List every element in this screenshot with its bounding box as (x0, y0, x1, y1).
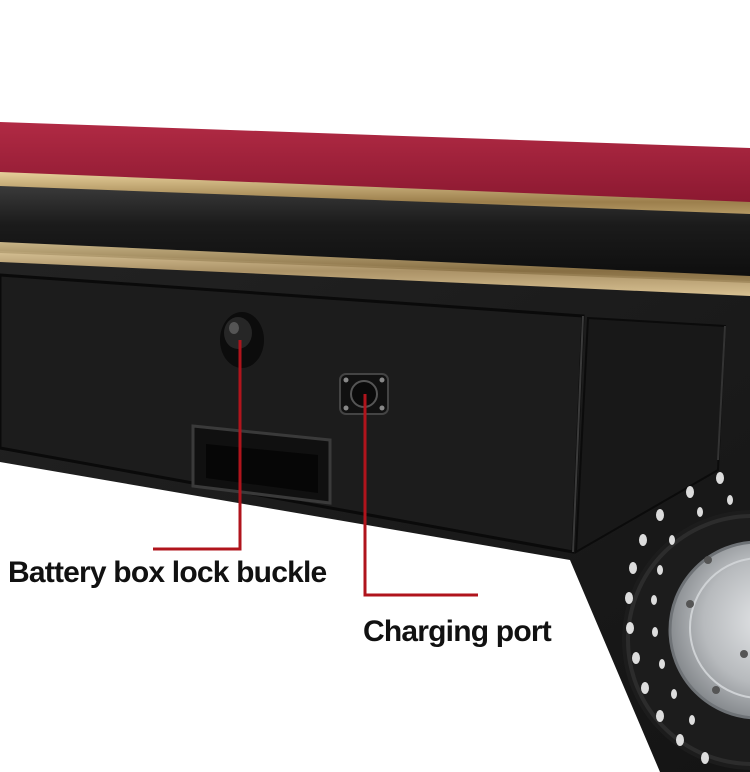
grip-tape (0, 122, 750, 206)
battery-lock-callout-line (153, 340, 242, 551)
lock-buckle-icon (220, 312, 264, 368)
charging-port-callout-line (363, 394, 478, 597)
lower-trim (0, 242, 750, 300)
charging-port-label: Charging port (363, 615, 552, 648)
wheel (622, 472, 750, 770)
lid-handle (191, 424, 332, 505)
callout-lines (153, 340, 478, 597)
battery-lock-label: Battery box lock buckle (8, 556, 327, 589)
